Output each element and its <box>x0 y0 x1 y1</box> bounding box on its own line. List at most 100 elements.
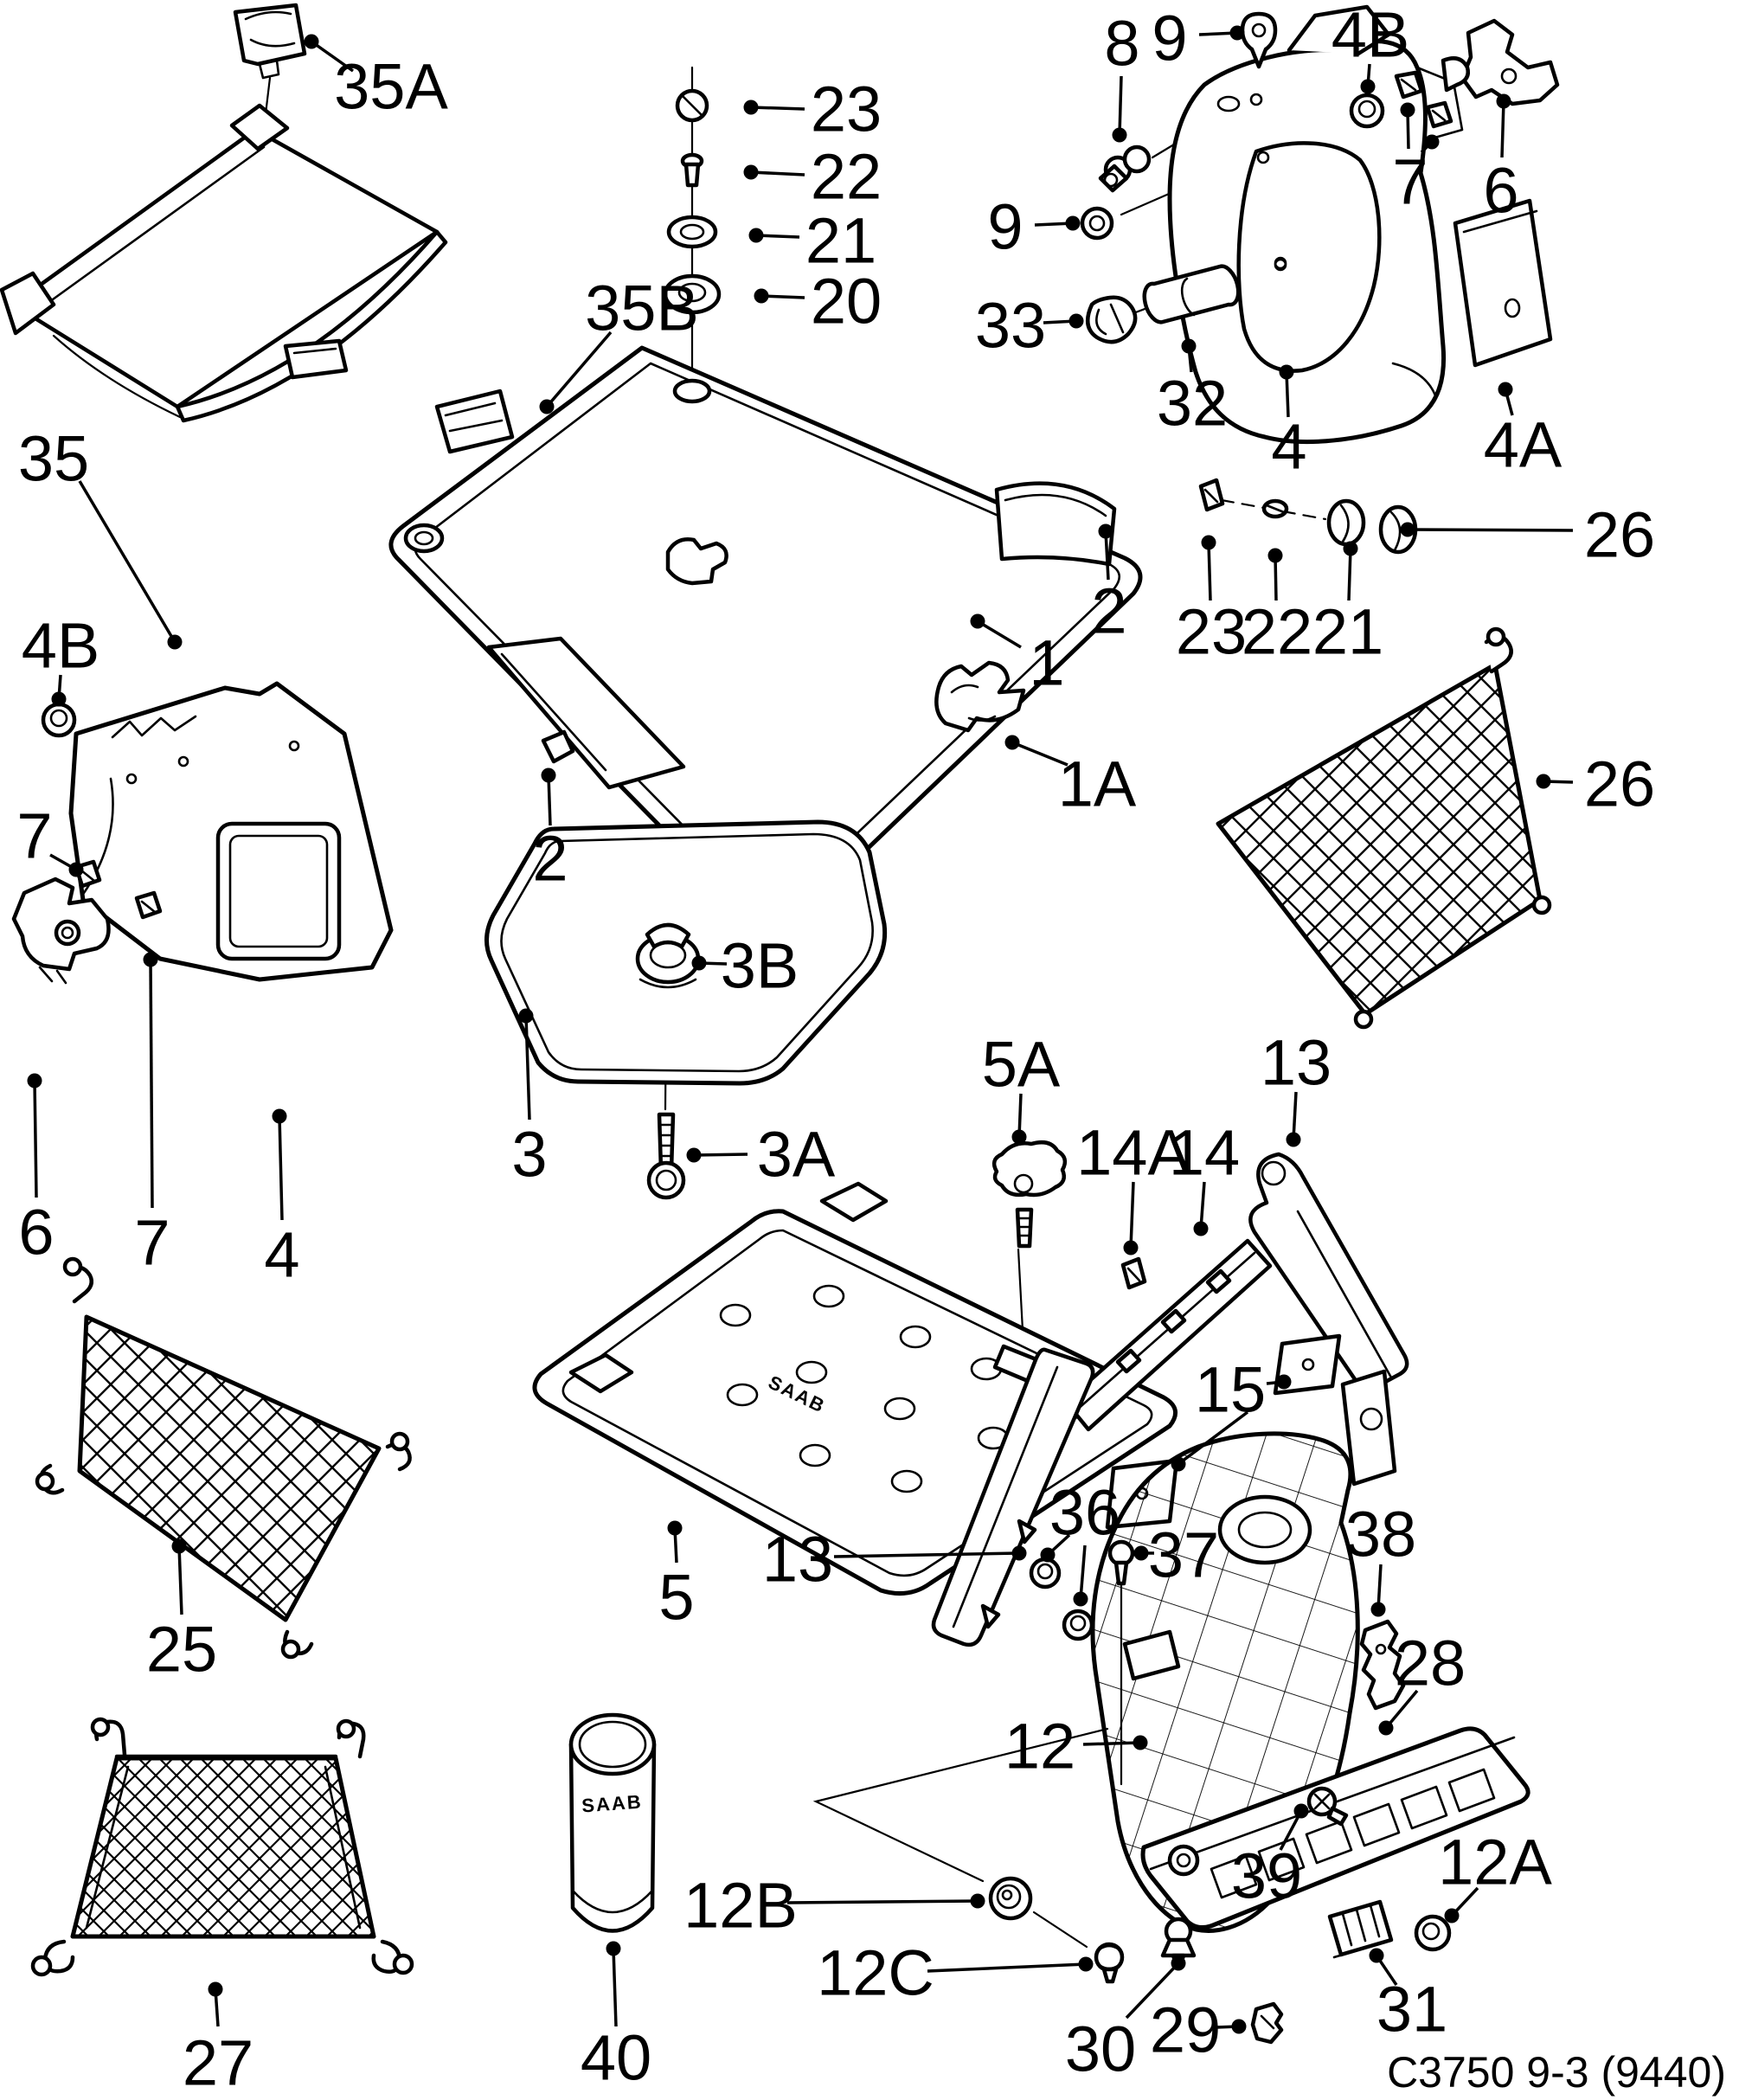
part-36-grommet-b <box>1062 1609 1094 1641</box>
part-23-clip-top <box>675 88 709 123</box>
callout-13: 13 <box>1261 1027 1332 1147</box>
callout-27: 27 <box>183 1981 253 2099</box>
callout-label-21: 21 <box>805 205 876 277</box>
cylinder-brand-text: SAAB <box>581 1791 644 1817</box>
callout-label-29: 29 <box>1150 1994 1221 2066</box>
part-33-cap <box>1085 295 1138 344</box>
callout-21: 21 <box>1312 541 1383 668</box>
callout-label-22: 22 <box>1242 596 1312 668</box>
callout-26: 26 <box>1400 499 1655 571</box>
callout-label-33: 33 <box>975 290 1046 362</box>
callout-35A: 35A <box>304 34 448 123</box>
callout-29: 29 <box>1150 1994 1247 2066</box>
callout-12B: 12B <box>683 1870 985 1942</box>
callout-label-9: 9 <box>987 191 1023 263</box>
callout-1A: 1A <box>1004 735 1137 820</box>
callout-label-3: 3 <box>511 1119 547 1191</box>
callout-label-6: 6 <box>18 1197 54 1268</box>
callout-38: 38 <box>1345 1499 1416 1617</box>
part-6-bracket-top <box>1441 18 1560 106</box>
callout-35B: 35B <box>539 273 699 414</box>
part-8-bolt <box>1098 144 1152 193</box>
part-37-pin <box>1107 1539 1135 1586</box>
part-12C-clip <box>1094 1942 1125 1984</box>
part-2-panel-left <box>486 636 686 790</box>
callout-20: 20 <box>754 266 882 337</box>
callout-4B: 4B <box>1332 0 1410 94</box>
part-14-sill-strip <box>1063 1238 1273 1432</box>
callout-label-4: 4 <box>264 1219 299 1291</box>
callout-label-27: 27 <box>183 2027 253 2099</box>
callout-14: 14 <box>1169 1117 1240 1236</box>
callout-label-35: 35 <box>18 423 89 495</box>
part-20-grommet-top <box>663 273 722 315</box>
callout-22: 22 <box>743 141 882 213</box>
drawing-code: C3750 9-3 (9440) <box>1387 2048 1726 2097</box>
callout-7: 7 <box>1392 102 1440 218</box>
part-31-handle <box>1327 1899 1394 1959</box>
callout-12: 12 <box>1004 1711 1148 1782</box>
callout-label-14A: 14A <box>1076 1117 1190 1189</box>
callout-label-12C: 12C <box>817 1937 934 2009</box>
callout-label-39: 39 <box>1231 1840 1302 1912</box>
part-26-clip <box>1378 504 1418 555</box>
callout-7: 7 <box>16 800 84 877</box>
callout-23: 23 <box>743 74 882 145</box>
part-40-cylinder: SAAB <box>568 1712 657 1933</box>
callout-label-8: 8 <box>1104 8 1139 80</box>
callout-3B: 3B <box>691 930 799 1002</box>
part-4B-grommet-left <box>41 702 77 738</box>
callout-label-38: 38 <box>1345 1499 1416 1570</box>
callout-label-26: 26 <box>1584 748 1655 820</box>
callout-label-7: 7 <box>1392 146 1428 218</box>
part-29-clip <box>1250 2001 1284 2045</box>
callout-label-12: 12 <box>1004 1711 1075 1782</box>
part-9-screw <box>1240 11 1278 69</box>
part-7-clip-b <box>1425 100 1453 129</box>
callout-33: 33 <box>975 290 1084 362</box>
callout-label-35B: 35B <box>585 273 699 344</box>
callout-35: 35 <box>18 423 183 650</box>
callout-label-30: 30 <box>1065 2013 1136 2085</box>
callout-5: 5 <box>658 1520 695 1634</box>
callout-label-31: 31 <box>1376 1974 1447 2045</box>
callout-36: 36 <box>1040 1477 1120 1607</box>
callout-label-23: 23 <box>811 74 882 145</box>
callout-label-4B: 4B <box>1332 0 1410 71</box>
callout-2: 2 <box>1091 523 1127 647</box>
part-4A-panel <box>1453 198 1553 368</box>
callout-label-12A: 12A <box>1438 1827 1552 1898</box>
callout-label-25: 25 <box>146 1614 217 1686</box>
part-22-pin-top <box>680 152 704 188</box>
callout-label-4B: 4B <box>22 610 100 682</box>
callout-label-21: 21 <box>1312 596 1383 668</box>
callout-9: 9 <box>987 191 1081 263</box>
callout-label-37: 37 <box>1148 1519 1219 1591</box>
callout-14A: 14A <box>1076 1117 1190 1256</box>
callout-label-22: 22 <box>811 141 882 213</box>
callout-label-12B: 12B <box>683 1870 798 1942</box>
callout-3A: 3A <box>686 1119 836 1191</box>
callout-31: 31 <box>1369 1948 1447 2045</box>
callout-label-2: 2 <box>532 823 568 895</box>
part-14A-clip <box>1120 1256 1147 1290</box>
part-35A-end-cap <box>233 3 307 80</box>
callout-4: 4 <box>1271 364 1307 483</box>
callout-7: 7 <box>134 952 170 1279</box>
callout-32: 32 <box>1157 338 1228 440</box>
callout-5A: 5A <box>982 1029 1061 1145</box>
callout-28: 28 <box>1378 1628 1466 1736</box>
part-13-pillar-left <box>931 1347 1095 1647</box>
callout-label-36: 36 <box>1049 1477 1120 1549</box>
callout-25: 25 <box>146 1538 217 1686</box>
part-36-grommet-a <box>1029 1557 1062 1589</box>
callout-13: 13 <box>762 1524 1027 1596</box>
callout-30: 30 <box>1065 1956 1186 2085</box>
part-4B-grommet-top <box>1349 93 1385 129</box>
part-6-latch-left <box>11 877 111 985</box>
callout-21: 21 <box>748 205 876 277</box>
part-25-cargo-net <box>35 1256 412 1660</box>
